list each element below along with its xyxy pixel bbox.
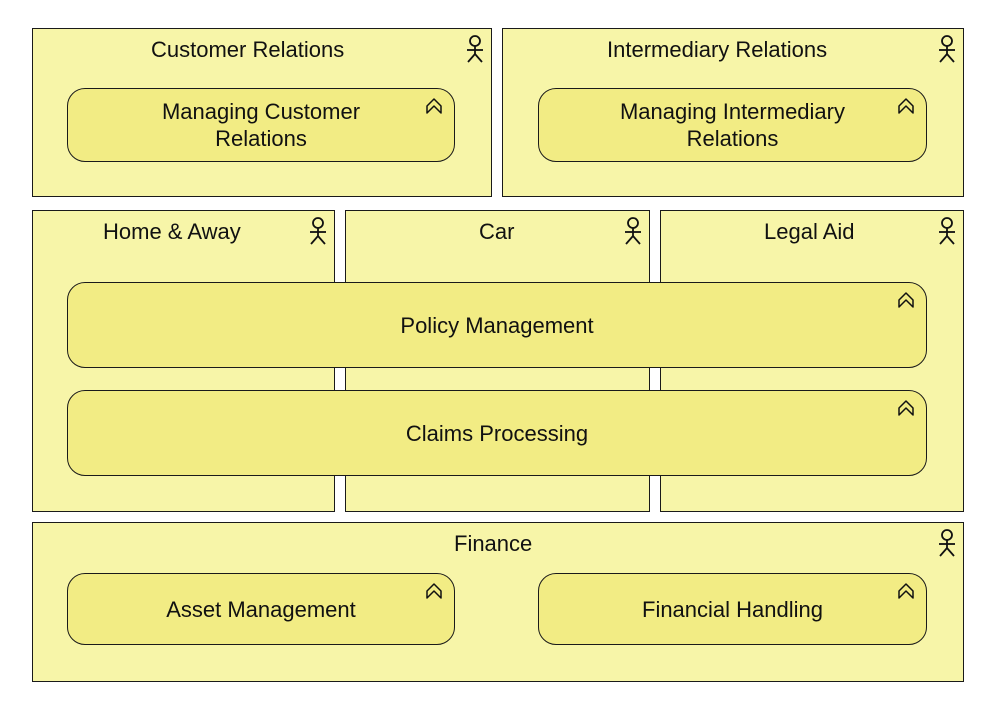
actor-icon [309, 217, 327, 245]
function-asset-management: Asset Management [67, 573, 455, 645]
actor-icon [938, 529, 956, 557]
actor-icon [624, 217, 642, 245]
function-label: Managing Intermediary Relations [619, 99, 845, 151]
function-managing-intermediary-relations: Managing Intermediary Relations [538, 88, 927, 162]
function-icon [897, 400, 915, 416]
function-policy-management: Policy Management [67, 282, 927, 368]
function-claims-processing: Claims Processing [67, 390, 927, 476]
function-label: Policy Management [400, 312, 594, 338]
actor-label: Car [479, 219, 515, 244]
function-financial-handling: Financial Handling [538, 573, 927, 645]
function-label: Financial Handling [642, 596, 823, 622]
actor-label: Home & Away [103, 219, 241, 244]
actor-label: Intermediary Relations [607, 37, 828, 62]
actor-label: Legal Aid [764, 219, 855, 244]
actor-icon [938, 35, 956, 63]
actor-label: Customer Relations [151, 37, 345, 62]
function-label: Asset Management [166, 596, 356, 622]
function-label: Claims Processing [405, 420, 589, 446]
function-icon [425, 98, 443, 114]
function-label: Managing Customer Relations [161, 99, 361, 151]
actor-icon [938, 217, 956, 245]
function-managing-customer-relations: Managing Customer Relations [67, 88, 455, 162]
function-icon [897, 98, 915, 114]
function-icon [897, 583, 915, 599]
actor-icon [466, 35, 484, 63]
function-icon [897, 292, 915, 308]
actor-label: Finance [454, 531, 533, 556]
function-icon [425, 583, 443, 599]
